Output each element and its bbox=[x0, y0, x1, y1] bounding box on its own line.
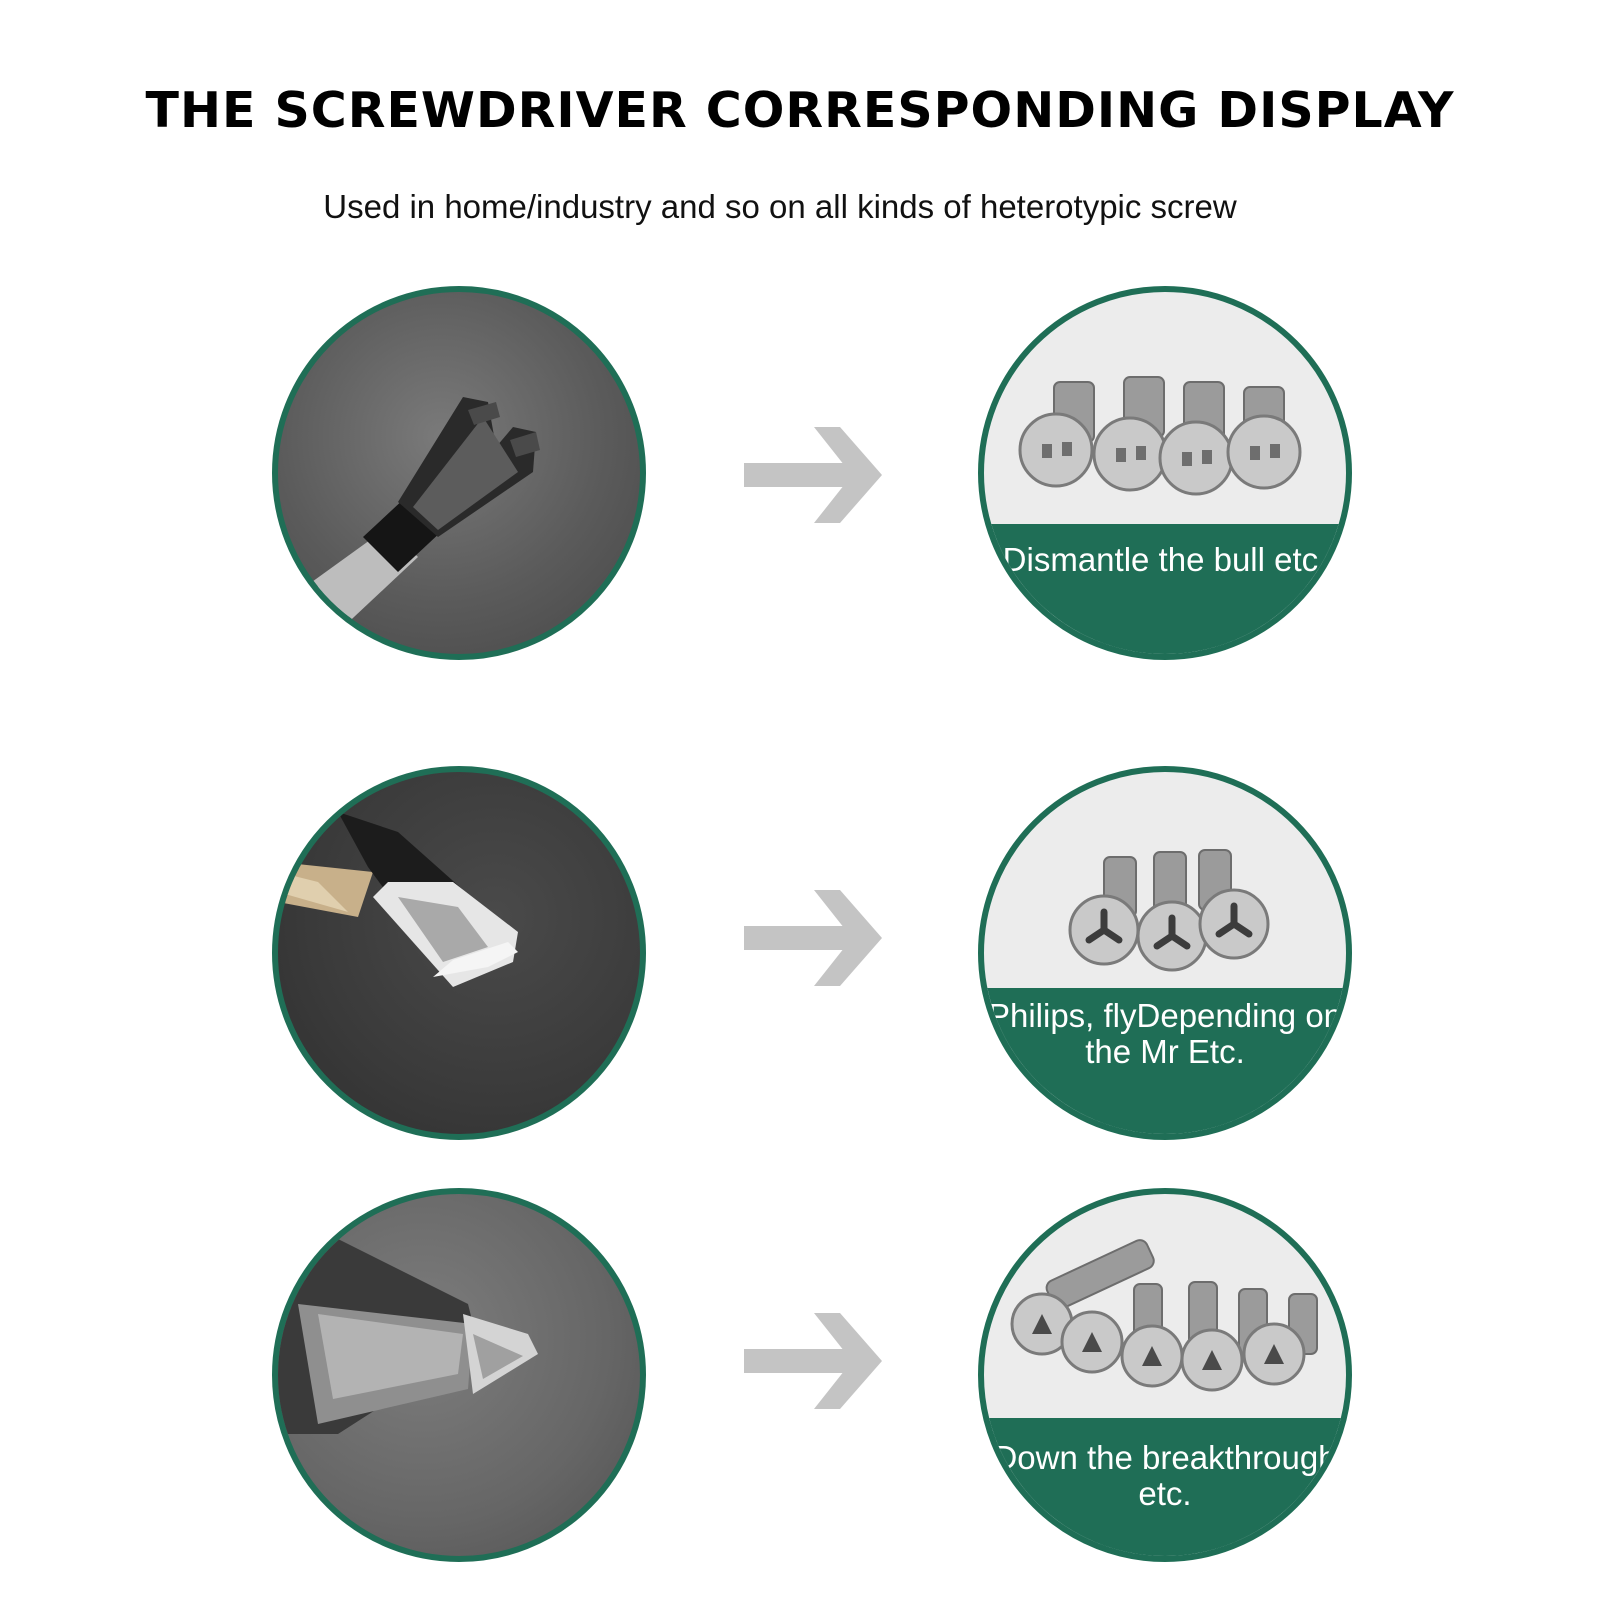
spanner-bit-icon bbox=[278, 397, 540, 654]
tri-wing-screws-icon bbox=[1068, 849, 1270, 972]
screw-circle-1: Dismantle the bull etc. bbox=[978, 286, 1352, 660]
screw-label-2: Philips, flyDepending on the Mr Etc. bbox=[984, 988, 1346, 1134]
triangle-screws-icon bbox=[1010, 1239, 1318, 1392]
triangle-bit-icon bbox=[278, 1194, 538, 1434]
tool-circle-2 bbox=[272, 766, 646, 1140]
tool-circle-1 bbox=[272, 286, 646, 660]
screw-circle-3: Down the breakthrough etc. bbox=[978, 1188, 1352, 1562]
spanner-screws-icon bbox=[1018, 376, 1302, 496]
arrow-icon bbox=[744, 1313, 884, 1409]
screw-label-1: Dismantle the bull etc. bbox=[984, 524, 1346, 654]
screw-circle-2: Philips, flyDepending on the Mr Etc. bbox=[978, 766, 1352, 1140]
screw-label-3: Down the breakthrough etc. bbox=[984, 1418, 1346, 1556]
tri-wing-bit-icon bbox=[278, 812, 518, 987]
page-subtitle: Used in home/industry and so on all kind… bbox=[323, 188, 1237, 225]
arrow-icon bbox=[744, 427, 884, 523]
arrow-icon bbox=[744, 890, 884, 986]
tool-circle-3 bbox=[272, 1188, 646, 1562]
page-title: THE SCREWDRIVER CORRESPONDING DISPLAY bbox=[145, 82, 1455, 139]
